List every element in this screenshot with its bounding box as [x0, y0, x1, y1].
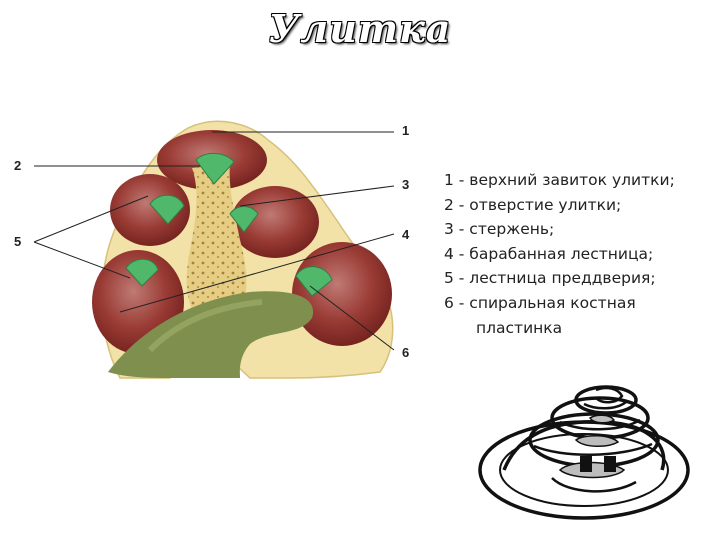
lamina-upper-right — [229, 206, 259, 233]
lamina-top — [195, 153, 235, 185]
cochlear-nerve-base — [108, 291, 314, 378]
lamina-lower-left — [125, 258, 159, 287]
callout-lines — [33, 131, 395, 351]
callout-2: 2 — [14, 158, 22, 173]
legend-item-2: 2 - отверстие улитки; — [444, 195, 622, 214]
legend-item-5: 5 - лестница преддверия; — [444, 269, 656, 288]
legend-list: 1 - верхний завиток улитки; 2 - отверсти… — [444, 168, 675, 340]
callout-6: 6 — [402, 345, 410, 360]
legend-item-1: 1 - верхний завиток улитки; — [444, 171, 675, 189]
legend-item-6-continued: пластинка — [476, 318, 563, 337]
callout-1: 1 — [402, 123, 410, 138]
legend-item-3: 3 - стержень; — [444, 220, 555, 239]
nerve-highlight — [147, 299, 263, 353]
callout-5: 5 — [14, 234, 22, 249]
upper-left-cavity — [110, 174, 190, 246]
slide-title: Улитка — [268, 6, 452, 51]
legend-item-4: 4 - барабанная лестница; — [444, 244, 654, 263]
modiolus — [186, 164, 247, 318]
legend-item-6: 6 - спиральная костная — [444, 293, 636, 312]
lamina-upper-left — [149, 194, 185, 225]
callout-3: 3 — [402, 177, 410, 192]
callout-4: 4 — [402, 227, 410, 242]
lamina-lower-right — [295, 266, 333, 297]
